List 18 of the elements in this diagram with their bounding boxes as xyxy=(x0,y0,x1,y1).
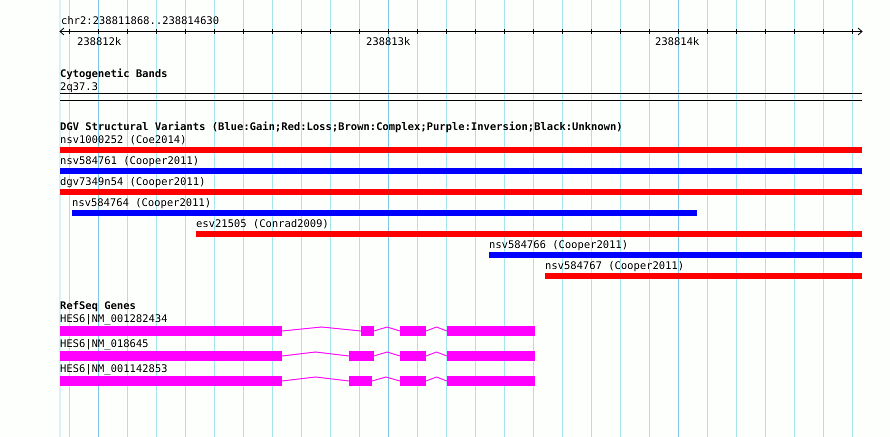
track-title: RefSeq Genes xyxy=(60,300,136,312)
variant-label: nsv584764 (Cooper2011) xyxy=(72,197,212,209)
axis-tick-label: 238812k xyxy=(77,36,122,48)
region-coordinates: chr2:238811868..238814630 xyxy=(61,15,220,27)
gene-label: HES6|NM_001282434 xyxy=(60,313,168,325)
variant-label: nsv584767 (Cooper2011) xyxy=(545,260,684,272)
variant-label: nsv1000252 (Coe2014) xyxy=(60,134,186,146)
variant-label: esv21505 (Conrad2009) xyxy=(196,218,329,230)
track-title: Cytogenetic Bands xyxy=(60,68,168,80)
band-label: 2q37.3 xyxy=(60,81,98,93)
variant-label: nsv584766 (Cooper2011) xyxy=(489,239,628,251)
axis-tick-label: 238814k xyxy=(655,36,700,48)
variant-label: nsv584761 (Cooper2011) xyxy=(60,155,200,167)
axis-tick-label: 238813k xyxy=(366,36,410,48)
gene-label: HES6|NM_001142853 xyxy=(60,363,168,375)
gene-label: HES6|NM_018645 xyxy=(60,338,149,350)
track-title: DGV Structural Variants (Blue:Gain;Red:Loss;Brown:Complex;Purple:Inversion;Black:Unknown) xyxy=(60,121,623,133)
variant-label: dgv7349n54 (Cooper2011) xyxy=(60,176,206,188)
